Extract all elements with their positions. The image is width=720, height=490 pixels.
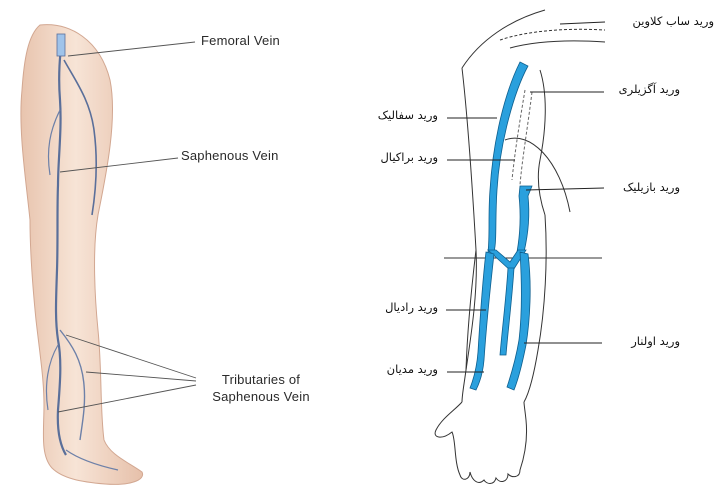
tributaries-leader-2 — [86, 372, 196, 381]
label-subclavian-vein: ورید ساب کلاوین — [633, 14, 714, 28]
basilic-leader — [526, 188, 604, 190]
leg-illustration — [21, 25, 196, 485]
label-median-vein: ورید مدیان — [387, 362, 438, 376]
arm-veins — [470, 62, 532, 390]
shoulder-outline — [462, 10, 545, 68]
upper-arm-left-edge — [462, 68, 476, 370]
clavicle-outline — [500, 29, 605, 40]
clavicle-outline-2 — [510, 41, 605, 48]
subclavian-leader — [560, 22, 605, 24]
label-tributaries-line2: Saphenous Vein — [193, 389, 329, 404]
label-cephalic-vein: ورید سفالیک — [378, 108, 438, 122]
femoral-marker — [57, 34, 65, 56]
label-ulnar-vein: ورید اولنار — [631, 334, 680, 348]
deep-vein-dashed — [512, 90, 525, 180]
label-tributaries-line1: Tributaries of — [196, 372, 326, 387]
biceps-curve — [505, 138, 570, 212]
label-radial-vein: ورید رادیال — [385, 300, 438, 314]
hand-outline — [435, 402, 526, 484]
basilic-vein — [517, 186, 532, 252]
label-saphenous-vein: Saphenous Vein — [181, 148, 279, 163]
label-femoral-vein: Femoral Vein — [201, 33, 280, 48]
leg-silhouette — [21, 25, 143, 485]
label-brachial-vein: ورید براکیال — [380, 150, 438, 164]
median-forearm-vein — [500, 268, 514, 355]
label-basilic-vein: ورید بازیلیک — [623, 180, 680, 194]
label-axillary-vein: ورید آگزیلری — [619, 82, 680, 96]
